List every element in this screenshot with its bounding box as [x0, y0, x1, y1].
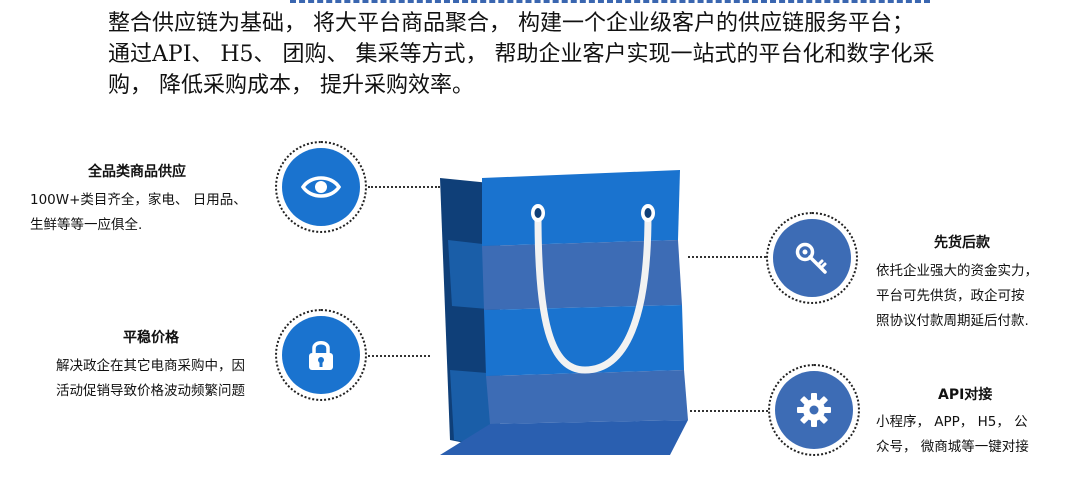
feature-text-line: 生鲜等等一应俱全.	[30, 217, 143, 233]
feature-text-line: 解决政企在其它电商采购中，因	[56, 358, 245, 374]
shopping-bag-illustration	[440, 170, 688, 455]
connector-full-category	[368, 186, 440, 188]
connector-api	[690, 410, 768, 412]
feature-text-line: 照协议付款周期延后付款.	[876, 313, 1029, 329]
feature-title-stable-price: 平稳价格	[123, 330, 179, 346]
feature-text-line: 依托企业强大的资金实力，	[876, 263, 1038, 279]
feature-text-line: 小程序， APP， H5， 公	[876, 414, 1028, 430]
full-category-badge	[275, 141, 367, 233]
feature-text-full-category: 100W+类目齐全，家电、 日用品、 生鲜等等一应俱全.	[30, 188, 270, 238]
pay-later-badge	[766, 212, 858, 304]
feature-text-line: 活动促销导致价格波动频繁问题	[56, 383, 245, 399]
api-badge	[768, 364, 860, 456]
intro-line-2: 通过API、 H5、 团购、 集采等方式， 帮助企业客户实现一站式的平台化和数字…	[108, 42, 935, 67]
feature-text-line: 平台可先供货，政企可按	[876, 288, 1025, 304]
feature-text-line: 众号， 微商城等一键对接	[876, 439, 1029, 455]
lock-icon	[282, 316, 360, 394]
intro-line-1: 整合供应链为基础， 将大平台商品聚合， 构建一个企业级客户的供应链服务平台；	[108, 11, 914, 36]
eye-icon	[282, 148, 360, 226]
top-dashed-divider	[290, 0, 930, 3]
feature-text-line: 100W+类目齐全，家电、 日用品、	[30, 192, 247, 208]
intro-line-3: 购， 降低采购成本， 提升采购效率。	[108, 73, 474, 98]
feature-text-stable-price: 解决政企在其它电商采购中，因 活动促销导致价格波动频繁问题	[56, 354, 276, 404]
feature-title-full-category: 全品类商品供应	[88, 164, 186, 180]
feature-title-pay-later: 先货后款	[934, 235, 990, 251]
feature-text-api: 小程序， APP， H5， 公 众号， 微商城等一键对接	[876, 410, 1076, 460]
gear-icon	[775, 371, 853, 449]
connector-stable-price	[368, 355, 430, 357]
connector-pay-later	[688, 256, 766, 258]
feature-text-pay-later: 依托企业强大的资金实力， 平台可先供货，政企可按 照协议付款周期延后付款.	[876, 259, 1076, 334]
intro-paragraph: 整合供应链为基础， 将大平台商品聚合， 构建一个企业级客户的供应链服务平台； 通…	[108, 8, 968, 101]
feature-title-api: API对接	[938, 387, 993, 403]
key-icon	[773, 219, 851, 297]
stable-price-badge	[275, 309, 367, 401]
